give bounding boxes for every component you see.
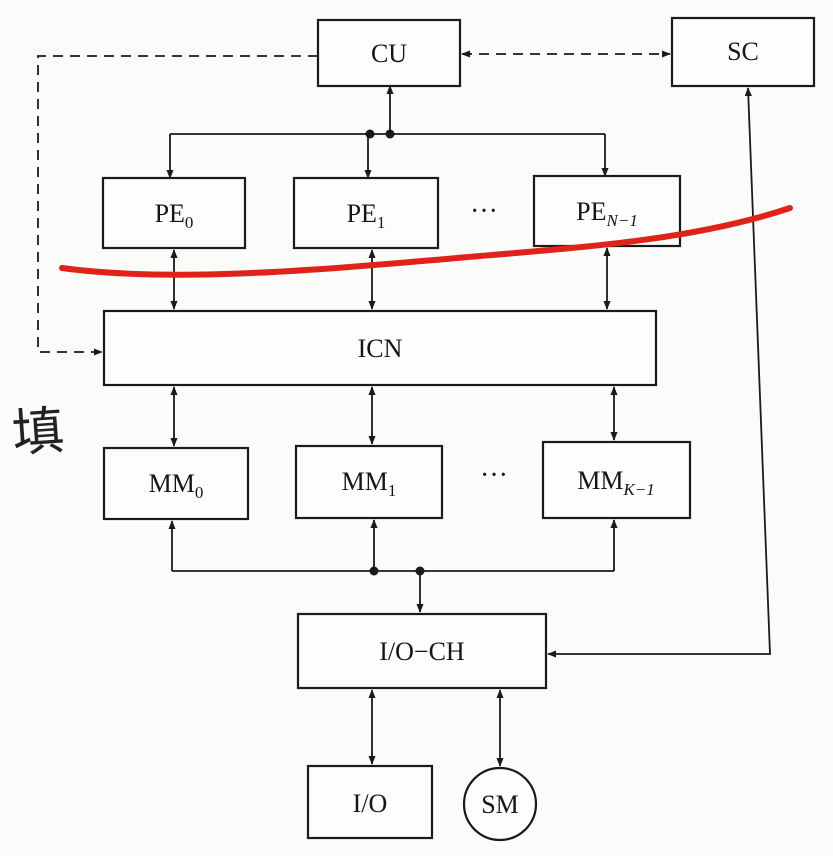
red-underline-stroke: [59, 205, 793, 278]
cu-block: CU: [316, 18, 462, 88]
mm-ellipsis: ···: [480, 460, 508, 491]
junction-dot: [385, 129, 395, 139]
pe1-block: PE1: [292, 176, 440, 250]
sm-label: SM: [481, 790, 519, 819]
pe-icn-links: [170, 247, 611, 310]
cu-icn-dashed-link: [37, 55, 318, 356]
ioch-label: I/O−CH: [379, 637, 465, 666]
mmk-block: MMK−1: [541, 440, 692, 520]
sm-block: SM: [462, 766, 538, 842]
junction-dot: [415, 566, 425, 576]
handwritten-annotation: 填: [10, 401, 66, 464]
mm0-block: MM0: [102, 446, 250, 521]
sc-ioch-link: [547, 87, 771, 658]
sc-block: SC: [670, 16, 816, 88]
mm-ioch-bus: [168, 519, 618, 613]
pe0-block: PE0: [101, 176, 247, 250]
ioch-block: I/O−CH: [296, 612, 548, 690]
ioch-device-links: [368, 689, 504, 767]
sc-links: [461, 50, 771, 658]
pe-ellipsis: ···: [470, 196, 498, 227]
junction-dot: [369, 566, 379, 576]
cu-label: CU: [371, 39, 407, 68]
mm0-label: MM0: [149, 469, 204, 502]
io-block: I/O: [306, 764, 434, 840]
icn-block: ICN: [102, 309, 658, 387]
mm1-block: MM1: [294, 444, 444, 520]
mm1-label: MM1: [342, 467, 397, 500]
io-label: I/O: [353, 789, 388, 818]
sc-label: SC: [727, 37, 759, 66]
cu-pe-bus: [166, 85, 609, 179]
pe0-label: PE0: [155, 199, 194, 232]
junction-dot: [365, 129, 375, 139]
icn-mm-links: [170, 386, 618, 447]
pe1-label: PE1: [347, 199, 386, 232]
icn-label: ICN: [358, 334, 403, 363]
